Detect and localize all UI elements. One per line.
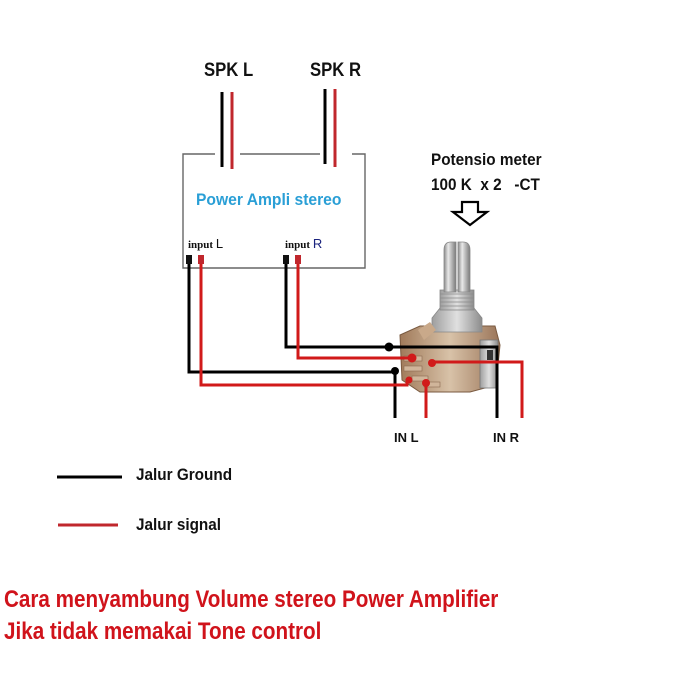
input-left-prefix: input xyxy=(188,239,214,251)
amplifier-title: Power Ampli stereo xyxy=(196,190,342,209)
input-left-channel: L xyxy=(215,236,224,251)
input-in-right-label: IN R xyxy=(493,430,519,445)
speaker-right-label: SPK R xyxy=(310,60,362,81)
input-right-prefix: input xyxy=(285,239,311,251)
input-right-channel: R xyxy=(312,236,323,251)
input-in-left-label: IN L xyxy=(394,430,419,445)
input-terminals xyxy=(186,255,301,264)
junction-dots xyxy=(384,342,436,387)
down-arrow-outline-icon xyxy=(449,200,491,227)
potentiometer-label-line2: 100 K x 2 -CT xyxy=(431,175,540,194)
legend-signal-label: Jalur signal xyxy=(136,515,222,534)
caption-line2: Jika tidak memakai Tone control xyxy=(4,618,322,645)
input-left-label: input L xyxy=(188,236,223,251)
potentiometer-image xyxy=(399,241,501,393)
amplifier-box xyxy=(182,153,366,269)
potentiometer-label-line1: Potensio meter xyxy=(431,150,542,169)
speaker-left-wires xyxy=(220,92,234,169)
speaker-left-label: SPK L xyxy=(204,60,254,81)
caption-line1: Cara menyambung Volume stereo Power Ampl… xyxy=(4,586,499,613)
legend-ground-label: Jalur Ground xyxy=(136,465,233,484)
speaker-right-wires xyxy=(323,89,337,167)
input-right-label: input R xyxy=(285,236,322,251)
